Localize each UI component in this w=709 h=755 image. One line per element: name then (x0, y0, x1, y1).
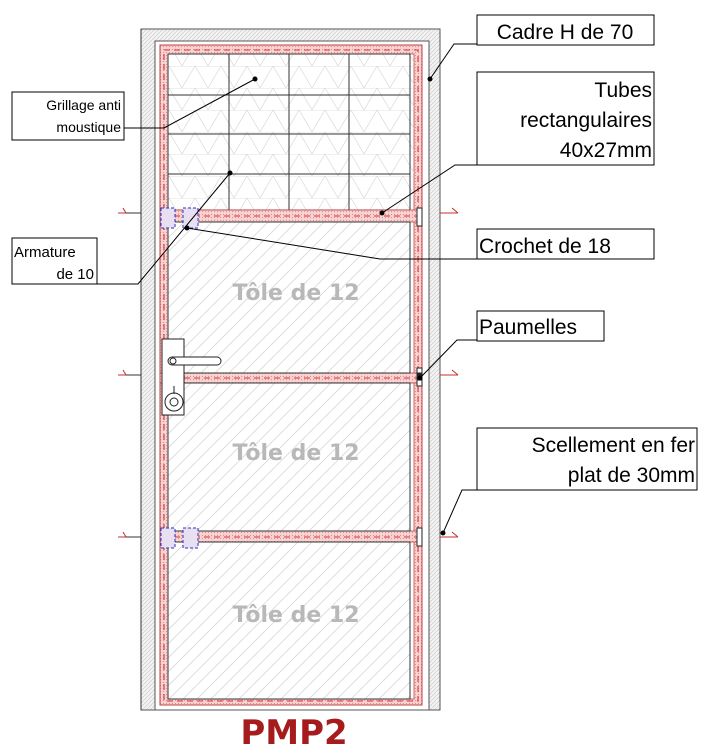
label-mesh-line-2: moustique (56, 119, 121, 135)
mosquito-mesh (167, 53, 414, 211)
label-armature-line-2: de 10 (56, 266, 94, 283)
label-tubes-line-3: 40x27mm (560, 139, 652, 162)
label-armature-line-1: Armature (14, 244, 76, 261)
panel-2 (167, 382, 411, 532)
panel-1 (167, 221, 411, 374)
label-hook: Crochet de 18 (476, 228, 655, 260)
label-hook-text: Crochet de 18 (479, 235, 611, 258)
panel-label-2: Tôle de 12 (232, 441, 359, 466)
label-frame: Cadre H de 70 (476, 14, 655, 46)
label-hinges: Paumelles (476, 310, 605, 342)
label-tubes: Tubes rectangulaires 40x27mm (476, 71, 655, 166)
label-tubes-line-2: rectangulaires (520, 109, 652, 132)
label-armature: Armature de 10 (11, 237, 98, 285)
label-frame-text: Cadre H de 70 (497, 21, 634, 44)
panel-3 (167, 541, 411, 700)
label-anchor: Scellement en fer plat de 30mm (476, 427, 698, 491)
leader-lines (97, 43, 478, 534)
label-hinges-text: Paumelles (479, 316, 577, 339)
anchor-marks (118, 207, 459, 538)
label-anchor-line-1: Scellement en fer (532, 434, 695, 457)
label-anchor-line-2: plat de 30mm (568, 464, 695, 487)
label-mesh: Grillage anti moustique (11, 91, 125, 141)
leader-dots (184, 76, 446, 536)
hook-marks (160, 207, 199, 549)
panel-label-3: Tôle de 12 (232, 603, 359, 628)
label-mesh-line-1: Grillage anti (46, 97, 121, 113)
panel-label-1: Tôle de 12 (232, 281, 359, 306)
sheet-panels (167, 221, 411, 700)
door-handle (161, 338, 222, 416)
drawing-title: PMP2 (240, 713, 347, 753)
label-tubes-line-1: Tubes (594, 79, 652, 102)
